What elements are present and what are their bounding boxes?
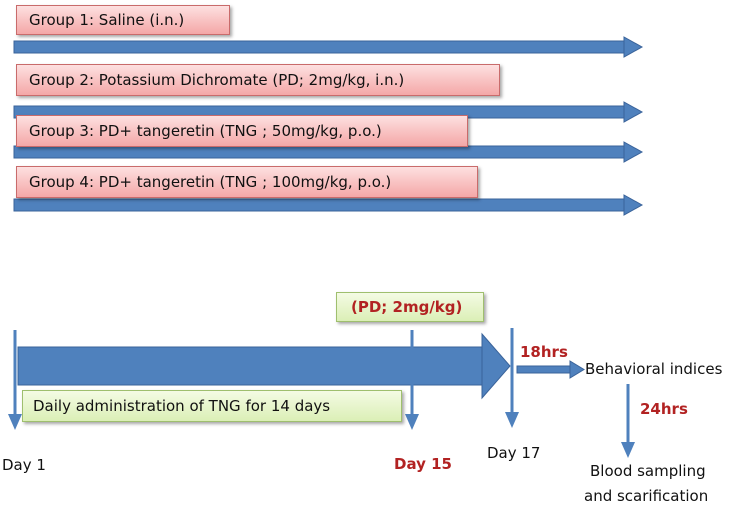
day1-down-arrow	[8, 330, 22, 430]
day1-label: Day 1	[2, 456, 46, 474]
group-1-text: Group 1: Saline (i.n.)	[29, 11, 185, 29]
day15-label: Day 15	[394, 455, 452, 473]
interval-18hrs-arrow	[516, 360, 585, 379]
day17-label: Day 17	[487, 444, 541, 462]
group-4-arrow	[13, 194, 644, 216]
pd-dose-text: (PD; 2mg/kg)	[351, 298, 463, 316]
interval-24hrs-arrow	[621, 384, 635, 458]
group-3-label: Group 3: PD+ tangeretin (TNG ; 50mg/kg, …	[16, 115, 468, 147]
behavioral-indices-label: Behavioral indices	[585, 360, 723, 378]
group-4-label: Group 4: PD+ tangeretin (TNG ; 100mg/kg,…	[16, 166, 478, 198]
pd-dose-box: (PD; 2mg/kg)	[336, 292, 484, 322]
day15-down-arrow	[405, 330, 419, 430]
group-3-text: Group 3: PD+ tangeretin (TNG ; 50mg/kg, …	[29, 122, 382, 140]
blood-sampling-label-1: Blood sampling	[590, 462, 706, 480]
group-2-label: Group 2: Potassium Dichromate (PD; 2mg/k…	[16, 64, 500, 96]
interval-18hrs-label: 18hrs	[520, 343, 568, 361]
group-4-text: Group 4: PD+ tangeretin (TNG ; 100mg/kg,…	[29, 173, 392, 191]
group-1-arrow	[13, 36, 644, 58]
blood-sampling-label-2: and scarification	[584, 487, 709, 505]
group-1-label: Group 1: Saline (i.n.)	[16, 5, 230, 35]
daily-admin-text: Daily administration of TNG for 14 days	[33, 397, 331, 415]
daily-admin-box: Daily administration of TNG for 14 days	[22, 390, 402, 422]
timeline-main-arrow	[17, 332, 511, 400]
day17-down-arrow	[505, 328, 519, 428]
group-2-text: Group 2: Potassium Dichromate (PD; 2mg/k…	[29, 71, 405, 89]
interval-24hrs-label: 24hrs	[640, 400, 688, 418]
